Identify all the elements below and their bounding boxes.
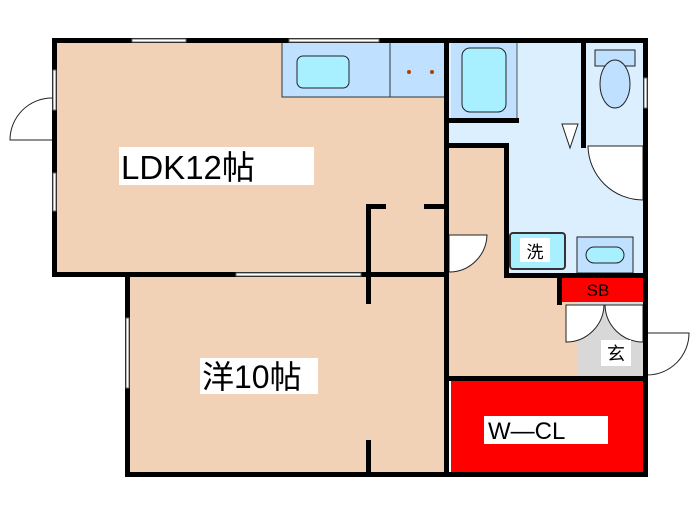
sink-icon [296,55,350,89]
washer-label: 洗 [527,243,544,262]
ldk-entry-door-icon [9,97,53,141]
ldk-label: LDK12帖 [121,149,255,186]
bath-door-icon [561,123,579,150]
shoe-box-label: SB [587,281,610,300]
stove [389,40,446,98]
hall-floor-lower [449,275,577,378]
shoe-box [560,277,643,302]
closet-door-icon [604,304,644,343]
windows [52,38,648,389]
burner-icon [430,70,434,74]
bathtub-icon [461,47,507,113]
walk-in-closet-label: W—CL [488,418,565,445]
hall-door-icon [448,234,488,273]
western-room-label: 洋10帖 [202,359,302,395]
washbasin-bowl-icon [585,246,625,264]
toilet-door-icon [587,145,644,201]
burner-icon [407,70,411,74]
closet-door-icon [565,304,605,343]
entrance-label: 玄 [607,344,625,364]
toilet-icon [599,59,631,109]
front-door-icon [646,332,690,376]
